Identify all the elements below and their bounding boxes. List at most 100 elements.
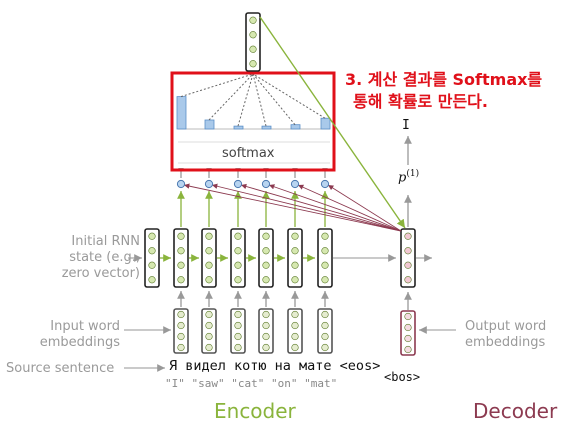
context-to-decoder-arrow — [259, 16, 406, 229]
softmax-area — [172, 76, 334, 168]
encoder-embedding-vector-unit — [205, 343, 213, 352]
encoder-embedding-vector-unit — [205, 321, 213, 330]
initial-state-vector-unit — [148, 276, 156, 284]
decoder-hidden-vector-unit — [404, 232, 412, 240]
encoder-hidden-vector-unit — [291, 276, 299, 284]
encoder-embedding-vector-unit — [291, 343, 299, 352]
decoder-embedding-vector-unit — [404, 345, 412, 354]
source-tokens: Я видел котю на мате <eos> — [169, 358, 381, 374]
decoder-hidden-vector-unit — [404, 276, 412, 284]
encoder-embedding-vector-unit — [262, 343, 270, 352]
attention-query-arrow — [327, 184, 402, 232]
output-token: I — [402, 118, 410, 133]
decoder-embedding-vector-unit — [404, 323, 412, 332]
attention-weight-bar — [176, 96, 187, 130]
encoder-hidden-vector-unit — [234, 261, 242, 269]
input-word-embeddings-label: Input word embeddings — [20, 319, 120, 351]
attention-weight-bar — [204, 119, 215, 130]
output-prob-label: p(1) — [398, 169, 419, 185]
encoder-embedding-vector-unit — [321, 332, 329, 341]
encoder-embedding-vector — [173, 308, 189, 354]
encoder-embedding-vector-unit — [205, 310, 213, 319]
encoder-hidden-vector-unit — [177, 261, 185, 269]
encoder-embedding-vector — [201, 308, 217, 354]
encoder-hidden-vector-unit — [321, 247, 329, 255]
decoder-input-token: <bos> — [384, 370, 421, 384]
annotation-line1: 3. 계산 결과를 Softmax를 — [345, 70, 543, 89]
initial-rnn-state-line1: Initial RNN — [71, 234, 140, 249]
weighted-sum-line — [252, 73, 267, 127]
encoder-hidden-vector-unit — [291, 247, 299, 255]
attention-score-node — [204, 179, 214, 189]
encoder-embedding-vector-unit — [234, 343, 242, 352]
attention-query-arrow — [240, 183, 402, 232]
encoder-embedding-vector-unit — [291, 310, 299, 319]
encoder-embedding-vector-unit — [234, 332, 242, 341]
encoder-hidden-vector-unit — [291, 232, 299, 240]
weighted-sum-line — [237, 73, 254, 127]
encoder-hidden-vector-unit — [177, 232, 185, 240]
encoder-embedding-vector-unit — [177, 310, 185, 319]
encoder-hidden-vector — [230, 228, 246, 288]
decoder-hidden-vector — [400, 228, 416, 288]
encoder-hidden-vector-unit — [262, 247, 270, 255]
encoder-embedding-vector-unit — [262, 310, 270, 319]
weighted-sum-line — [208, 73, 254, 121]
weighted-sum-line — [252, 73, 296, 125]
initial-rnn-state-label: Initial RNN state (e.g., zero vector) — [40, 234, 140, 282]
attention-weight-bar — [320, 117, 331, 130]
weighted-sum-line — [180, 73, 254, 98]
encoder-embedding-vector-unit — [177, 321, 185, 330]
encoder-embedding-vector-unit — [321, 343, 329, 352]
decoder-hidden-vector-unit — [404, 261, 412, 269]
encoder-hidden-vector — [287, 228, 303, 288]
encoder-hidden-vector — [173, 228, 189, 288]
softmax-label: softmax — [222, 146, 275, 161]
initial-state-vector-unit — [148, 261, 156, 269]
encoder-hidden-vector-unit — [205, 261, 213, 269]
attention-query-arrow — [183, 183, 402, 232]
attention-score-node — [261, 179, 271, 189]
initial-state-vector-unit — [148, 232, 156, 240]
encoder-embedding-vector — [230, 308, 246, 354]
output-word-embeddings-line2: embeddings — [465, 335, 546, 350]
encoder-hidden-vector-unit — [234, 232, 242, 240]
encoder-hidden-vector-unit — [234, 247, 242, 255]
encoder-hidden-vector-unit — [205, 247, 213, 255]
encoder-hidden-vector-unit — [262, 276, 270, 284]
input-word-embeddings-line2: embeddings — [39, 335, 120, 350]
encoder-hidden-vector-unit — [205, 232, 213, 240]
encoder-embedding-vector-unit — [321, 321, 329, 330]
encoder-hidden-vector-unit — [234, 276, 242, 284]
encoder-embedding-vector-unit — [321, 310, 329, 319]
attention-score-node — [290, 179, 300, 189]
attention-score-node — [233, 179, 243, 189]
encoder-embedding-vector-unit — [205, 332, 213, 341]
initial-rnn-state-line3: zero vector) — [61, 266, 140, 281]
encoder-hidden-vector-unit — [262, 232, 270, 240]
encoder-embedding-vector-unit — [291, 332, 299, 341]
encoder-hidden-vector-unit — [177, 247, 185, 255]
decoder-embedding-vector — [400, 310, 416, 356]
encoder-hidden-vector-unit — [291, 261, 299, 269]
encoder-embedding-vector — [258, 308, 274, 354]
source-sentence-label: Source sentence — [6, 361, 115, 376]
encoder-hidden-vector-unit — [321, 276, 329, 284]
encoder-embedding-vector — [287, 308, 303, 354]
context-vector-unit — [249, 16, 257, 24]
initial-state-vector-unit — [148, 247, 156, 255]
output-word-embeddings-line1: Output word — [465, 319, 547, 334]
input-word-embeddings-line1: Input word — [50, 319, 120, 334]
attention-query-arrow — [297, 184, 402, 232]
attention-weight-bar — [261, 125, 272, 130]
softmax-highlight-box — [170, 71, 336, 172]
attention-weight-bar — [290, 124, 301, 130]
encoder-hidden-vector-unit — [321, 232, 329, 240]
encoder-hidden-vector-unit — [205, 276, 213, 284]
annotation-line2: 통해 확률로 만든다. — [353, 92, 488, 111]
decoder-embedding-vector-unit — [404, 312, 412, 321]
output-prob-superscript: (1) — [406, 169, 420, 179]
context-vector-unit — [249, 31, 257, 39]
